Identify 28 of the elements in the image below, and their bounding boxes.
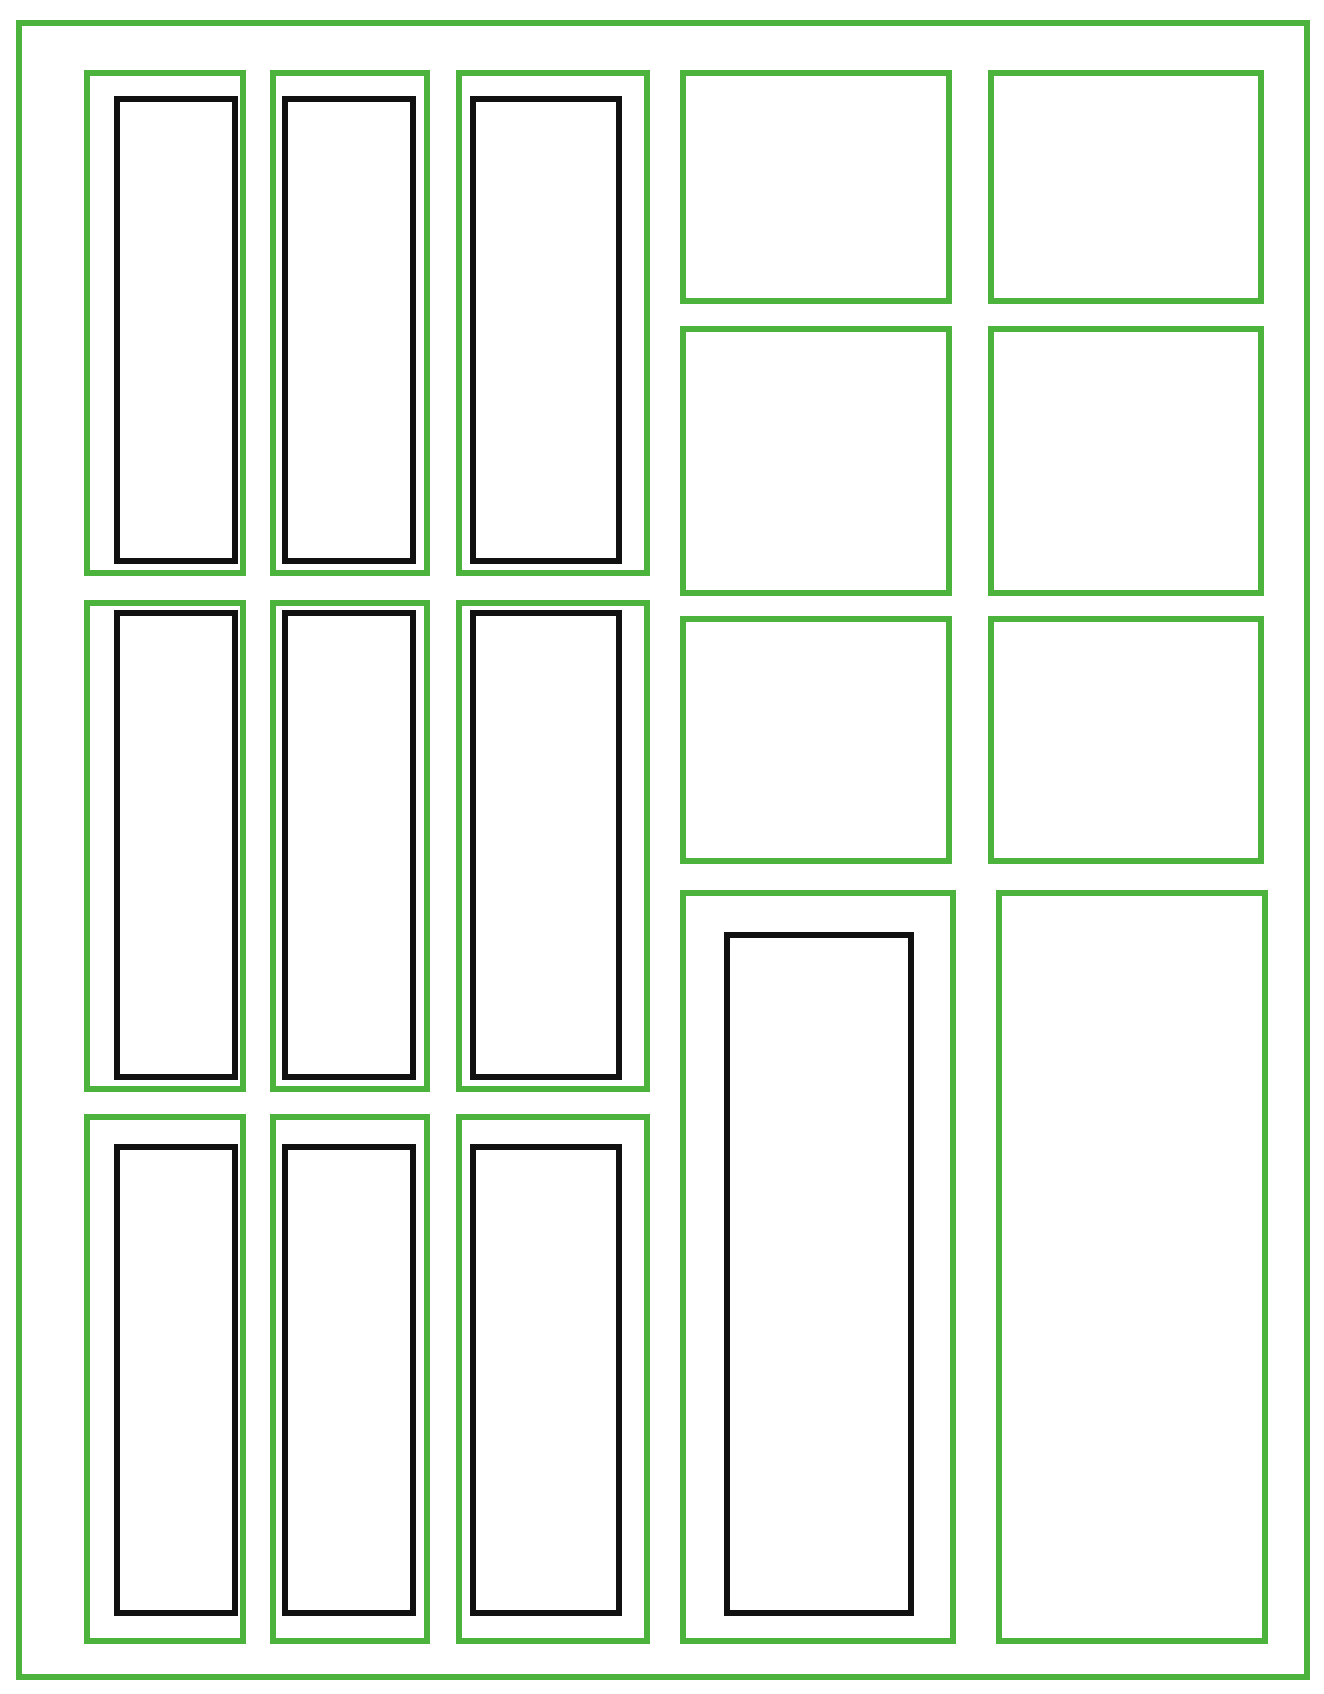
outer-box	[16, 20, 1310, 1680]
outer-box	[84, 1114, 246, 1644]
outer-box	[988, 326, 1264, 596]
outer-box	[680, 616, 952, 864]
outer-box	[996, 890, 1268, 1644]
inner-box	[282, 96, 416, 564]
outer-box	[988, 616, 1264, 864]
inner-box	[114, 1144, 238, 1616]
outer-box	[270, 1114, 430, 1644]
outer-box	[680, 890, 956, 1644]
outer-box	[270, 70, 430, 576]
outer-box	[84, 600, 246, 1092]
outer-box	[456, 1114, 650, 1644]
outer-box	[680, 326, 952, 596]
inner-box	[470, 1144, 622, 1616]
outer-box	[270, 600, 430, 1092]
inner-box	[282, 1144, 416, 1616]
inner-box	[282, 610, 416, 1080]
outer-box	[456, 70, 650, 576]
outer-box	[456, 600, 650, 1092]
inner-box	[470, 610, 622, 1080]
inner-box	[724, 932, 914, 1616]
outer-box	[988, 70, 1264, 304]
inner-box	[114, 96, 238, 564]
outer-box	[680, 70, 952, 304]
inner-box	[470, 96, 622, 564]
outer-box	[84, 70, 246, 576]
inner-box	[114, 610, 238, 1080]
